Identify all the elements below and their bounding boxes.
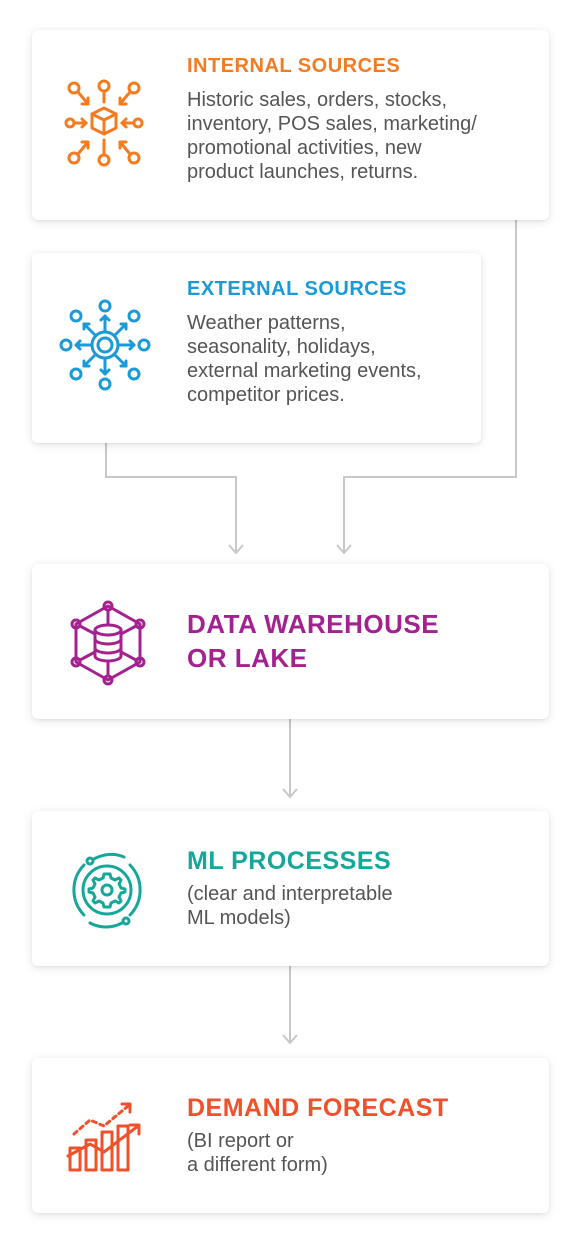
arrowhead-internal [336,544,352,555]
ml-processes-description: (clear and interpretable ML models) [187,883,393,929]
demand-forecast-description: (BI report or a different form) [187,1130,328,1176]
bar-chart-trend-icon [64,1096,150,1176]
external-sources-card: EXTERNAL SOURCES Weather patterns, seaso… [32,253,481,443]
arrowhead-ml [282,1034,298,1045]
arrowhead-warehouse [282,788,298,799]
database-network-icon [68,600,148,686]
connector-internal-to-warehouse [343,220,517,553]
internal-sources-description: Historic sales, orders, stocks, inventor… [187,89,477,183]
demand-forecast-title: DEMAND FORECAST [187,1094,449,1122]
network-cube-icon [64,78,144,168]
internal-sources-card: INTERNAL SOURCES Historic sales, orders,… [32,30,549,220]
demand-forecast-card: DEMAND FORECAST (BI report or a differen… [32,1058,549,1213]
gear-cycle-icon [64,847,150,933]
internal-sources-title: INTERNAL SOURCES [187,55,401,77]
data-warehouse-title: DATA WAREHOUSE OR LAKE [187,609,440,673]
connector-external-to-warehouse [105,443,237,553]
external-sources-description: Weather patterns, seasonality, holidays,… [187,312,422,406]
arrowhead-external [228,544,244,555]
network-hub-icon [58,298,152,392]
ml-processes-title: ML PROCESSES [187,847,392,875]
data-warehouse-card: DATA WAREHOUSE OR LAKE [32,564,549,719]
ml-processes-card: ML PROCESSES (clear and interpretable ML… [32,811,549,966]
external-sources-title: EXTERNAL SOURCES [187,278,407,300]
